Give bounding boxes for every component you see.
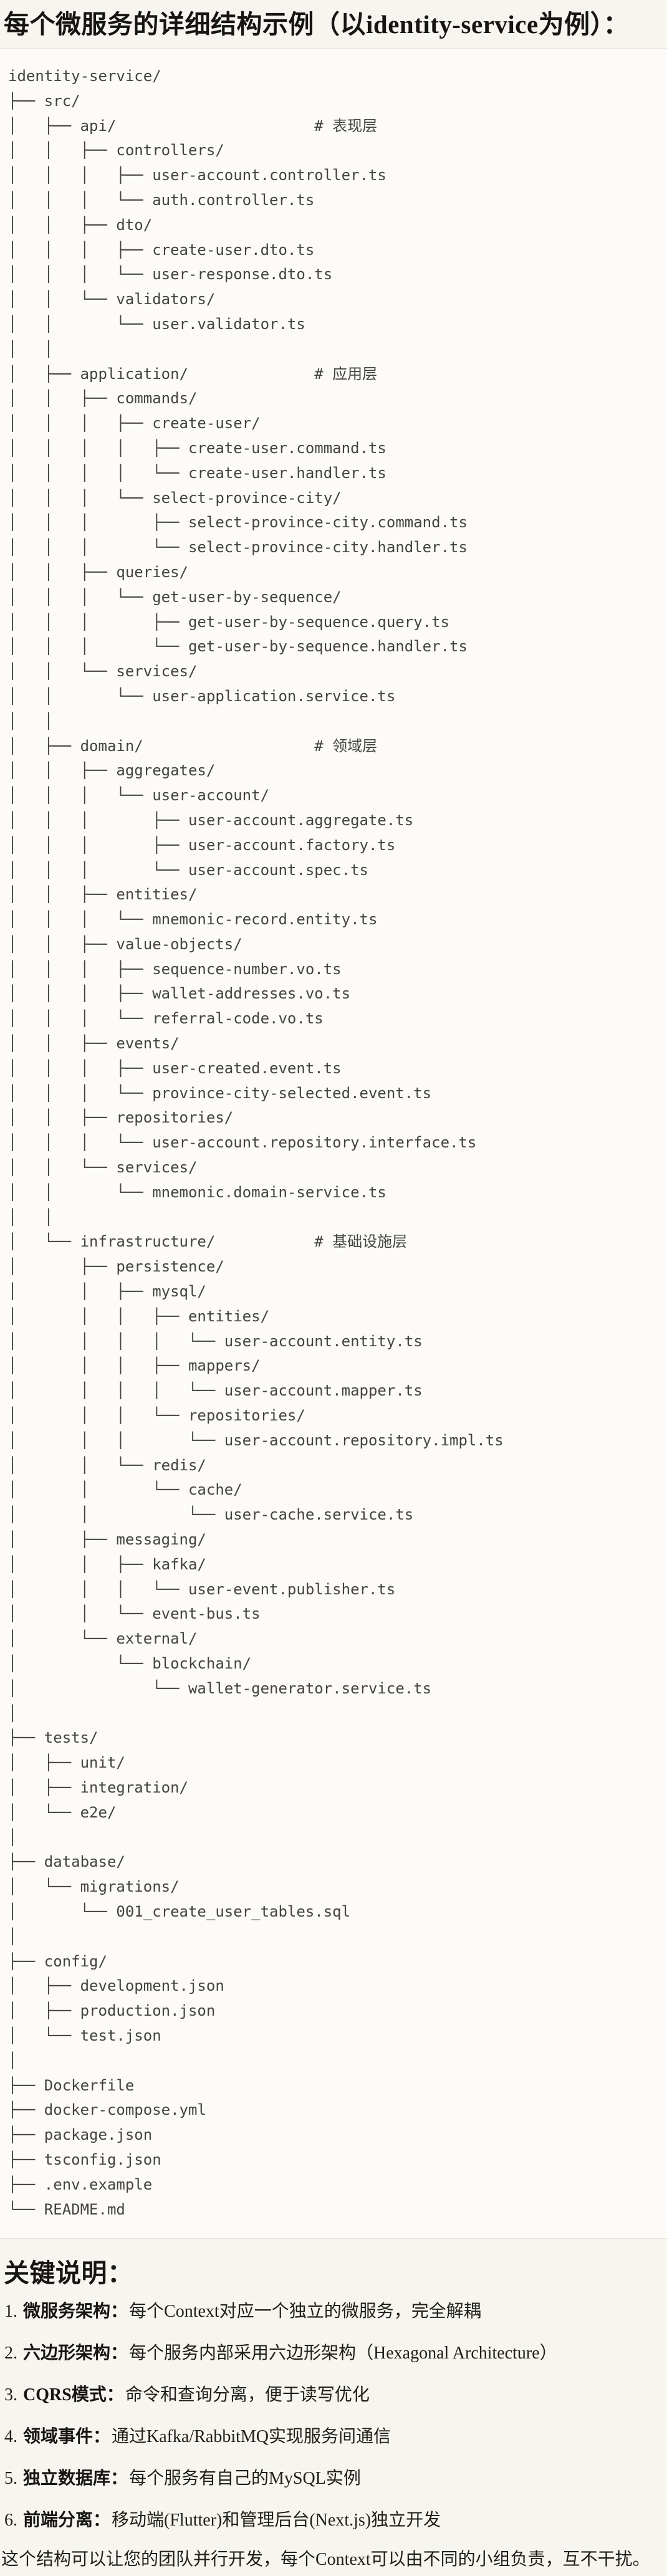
item-number: 4.: [4, 2427, 17, 2447]
item-label: 前端分离: [23, 2511, 94, 2531]
item-separator: ：: [110, 2469, 128, 2489]
item-separator: ：: [93, 2511, 111, 2531]
directory-tree: identity-service/ ├── src/ │ ├── api/ # …: [8, 67, 504, 2218]
item-text: 通过Kafka/RabbitMQ实现服务间通信: [112, 2427, 391, 2447]
list-item: 2. 六边形架构：每个服务内部采用六边形架构（Hexagonal Architec…: [4, 2341, 667, 2366]
item-separator: ：: [110, 2344, 128, 2363]
notes-heading: 关键说明：: [4, 2259, 133, 2288]
item-text: 每个Context对应一个独立的微服务，完全解耦: [129, 2302, 481, 2322]
item-separator: ：: [93, 2427, 111, 2447]
item-number: 1.: [4, 2302, 17, 2322]
item-number: 3.: [4, 2385, 17, 2405]
item-text: 命令和查询分离，便于读写优化: [125, 2385, 370, 2405]
item-label: 领域事件: [23, 2427, 94, 2447]
directory-tree-block: identity-service/ ├── src/ │ ├── api/ # …: [0, 48, 667, 2239]
item-separator: ：: [110, 2302, 128, 2322]
item-text: 移动端(Flutter)和管理后台(Next.js)独立开发: [112, 2511, 441, 2531]
item-text: 每个服务有自己的MySQL实例: [129, 2469, 361, 2489]
page-title: 每个微服务的详细结构示例（以identity-service为例）：: [4, 10, 630, 39]
list-item: 3. CQRS模式：命令和查询分离，便于读写优化: [4, 2383, 667, 2408]
list-item: 6. 前端分离：移动端(Flutter)和管理后台(Next.js)独立开发: [4, 2508, 667, 2533]
item-text: 每个服务内部采用六边形架构（Hexagonal Architecture）: [129, 2344, 557, 2363]
item-number: 5.: [4, 2469, 17, 2489]
closing-paragraph: 这个结构可以让您的团队并行开发，每个Context可以由不同的小组负责，互不干扰…: [1, 2550, 650, 2570]
item-label: 六边形架构: [23, 2344, 111, 2363]
item-number: 6.: [4, 2511, 17, 2531]
item-label: 独立数据库: [23, 2469, 111, 2489]
item-separator: ：: [106, 2385, 124, 2405]
list-item: 4. 领域事件：通过Kafka/RabbitMQ实现服务间通信: [4, 2425, 667, 2449]
notes-list: 1.微服务架构：每个Context对应一个独立的微服务，完全解耦 2.六边形架构…: [0, 2299, 667, 2533]
document: 每个微服务的详细结构示例（以identity-service为例）： ident…: [0, 10, 667, 2572]
item-number: 2.: [4, 2344, 17, 2363]
item-label: CQRS模式: [23, 2385, 107, 2405]
list-item: 1. 微服务架构：每个Context对应一个独立的微服务，完全解耦: [4, 2299, 667, 2324]
list-item: 5. 独立数据库：每个服务有自己的MySQL实例: [4, 2466, 667, 2491]
item-label: 微服务架构: [23, 2302, 111, 2322]
